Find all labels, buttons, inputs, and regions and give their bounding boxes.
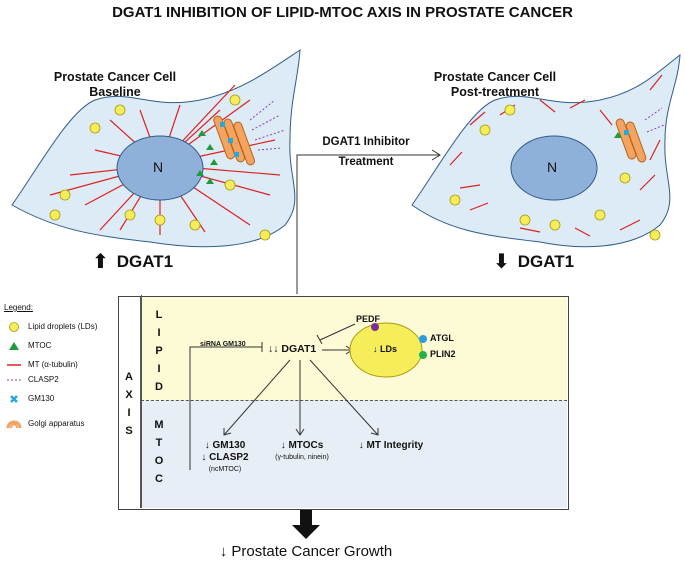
plin2-label: PLIN2 — [430, 349, 456, 359]
legend: Legend: Lipid droplets (LDs) MTOC MT (α-… — [4, 303, 114, 430]
lds-droplet — [349, 322, 423, 378]
legend-label: Lipid droplets (LDs) — [28, 322, 98, 331]
treatment-line2: Treatment — [338, 156, 394, 168]
left-gm130 — [220, 122, 239, 157]
mt-integrity-label: ↓ MT Integrity — [358, 440, 424, 451]
legend-label: MTOC — [28, 341, 52, 350]
dgat-right: ⬇ DGAT1 — [493, 249, 574, 274]
right-cell-line2: Post-treatment — [450, 85, 540, 99]
sirna-inhibition-line — [189, 346, 262, 470]
gm130-node: ↓ GM130 ↓ CLASP2 (ncMTOC) — [195, 440, 255, 476]
legend-label: MT (α-tubulin) — [28, 360, 78, 369]
right-gm130 — [624, 130, 629, 135]
atgl-dot — [419, 335, 427, 343]
outcome-label: ↓ Prostate Cancer Growth — [219, 543, 393, 560]
axis-vertical-label: A X I S — [118, 368, 140, 440]
lipid-letter: P — [155, 345, 163, 357]
up-arrow-icon: ⬆ — [92, 251, 109, 273]
legend-label: CLASP2 — [28, 375, 59, 384]
legend-item: MT (α-tubulin) — [4, 358, 114, 371]
right-lipid-droplets — [449, 104, 661, 241]
right-cell-line1: Prostate Cancer Cell — [433, 70, 557, 84]
red-line-icon — [4, 362, 24, 368]
clasp2-label: ↓ CLASP2 — [201, 452, 249, 463]
mtoc-letter: O — [154, 455, 164, 467]
axis-letter: S — [125, 425, 133, 437]
left-golgi — [213, 115, 255, 166]
dgat-right-label: DGAT1 — [517, 251, 575, 271]
mtoc-letter: C — [155, 473, 163, 485]
axis-divider — [141, 295, 142, 508]
axis-letter: X — [125, 389, 133, 401]
axis-letter: I — [127, 407, 131, 419]
dgat-left: ⬆ DGAT1 — [92, 249, 173, 274]
gm130-label: ↓ GM130 — [204, 440, 246, 451]
golgi-icon — [4, 418, 24, 430]
mtocs-sub-label: (γ-tubulin, ninein) — [275, 454, 329, 461]
right-nucleus — [510, 135, 598, 201]
legend-item: GM130 — [4, 392, 114, 405]
mtoc-vertical-label: M T O C — [148, 416, 170, 488]
pedf-inhibition-line — [319, 323, 356, 341]
treatment-arrow — [296, 149, 441, 294]
left-clasp2 — [249, 99, 286, 151]
left-cell-line1: Prostate Cancer Cell — [53, 70, 177, 84]
down-arrow-icon: ⬇ — [493, 251, 510, 273]
blue-cross-icon — [4, 394, 24, 404]
legend-item: CLASP2 — [4, 373, 114, 386]
mt-integrity-node: ↓ MT Integrity — [346, 440, 436, 452]
lipid-mtoc-separator — [141, 400, 567, 401]
lipid-vertical-label: L I P I D — [148, 306, 170, 396]
left-lipid-droplets — [49, 94, 271, 241]
axis-letter: A — [125, 371, 133, 383]
plin2-dot — [419, 351, 427, 359]
sirna-label: siRNA GM130 — [200, 341, 246, 348]
pedf-dot — [371, 323, 379, 331]
dgat1-node: ↓↓ DGAT1 — [268, 343, 317, 355]
lipid-letter: L — [155, 309, 163, 321]
axis-box — [118, 296, 569, 510]
mtoc-letter: T — [155, 437, 163, 449]
legend-label: GM130 — [28, 394, 55, 403]
legend-label: Golgi apparatus — [28, 419, 85, 428]
treatment-label: DGAT1 Inhibitor Treatment — [316, 136, 416, 168]
treatment-line1: DGAT1 Inhibitor — [322, 136, 410, 148]
mtocs-node: ↓ MTOCs (γ-tubulin, ninein) — [262, 440, 342, 464]
diagram-title: DGAT1 INHIBITION OF LIPID-MTOC AXIS IN P… — [112, 4, 573, 21]
left-cell-line2: Baseline — [89, 85, 141, 99]
legend-item: MTOC — [4, 339, 114, 352]
left-mtocs — [196, 130, 218, 184]
dgat-left-label: DGAT1 — [116, 251, 174, 271]
right-microtubules — [449, 74, 663, 237]
ncmtoc-label: (ncMTOC) — [208, 466, 242, 473]
mtocs-label: ↓ MTOCs — [280, 440, 324, 451]
left-cell-label: Prostate Cancer Cell Baseline — [30, 70, 200, 100]
green-triangle-icon — [4, 341, 24, 351]
atgl-label: ATGL — [430, 333, 454, 343]
right-golgi — [615, 118, 647, 163]
legend-item: Lipid droplets (LDs) — [4, 320, 114, 333]
legend-item: Golgi apparatus — [4, 417, 114, 430]
right-nucleus-label: N — [547, 159, 558, 175]
mtoc-region — [141, 400, 567, 508]
yellow-circle-icon — [4, 321, 24, 332]
right-cell-label: Prostate Cancer Cell Post-treatment — [410, 70, 580, 100]
left-nucleus-label: N — [153, 159, 164, 175]
legend-heading: Legend: — [4, 303, 33, 312]
right-mtocs — [614, 132, 622, 138]
right-clasp2 — [644, 107, 665, 133]
lipid-letter: I — [157, 327, 161, 339]
pedf-label: PEDF — [356, 314, 381, 324]
big-down-arrow-icon — [292, 510, 320, 539]
lipid-letter: D — [155, 381, 163, 393]
lipid-letter: I — [157, 363, 161, 375]
mtoc-letter: M — [154, 419, 164, 431]
lds-label: ↓ LDs — [373, 344, 398, 354]
axis-column — [118, 296, 141, 508]
left-nucleus — [116, 135, 204, 201]
